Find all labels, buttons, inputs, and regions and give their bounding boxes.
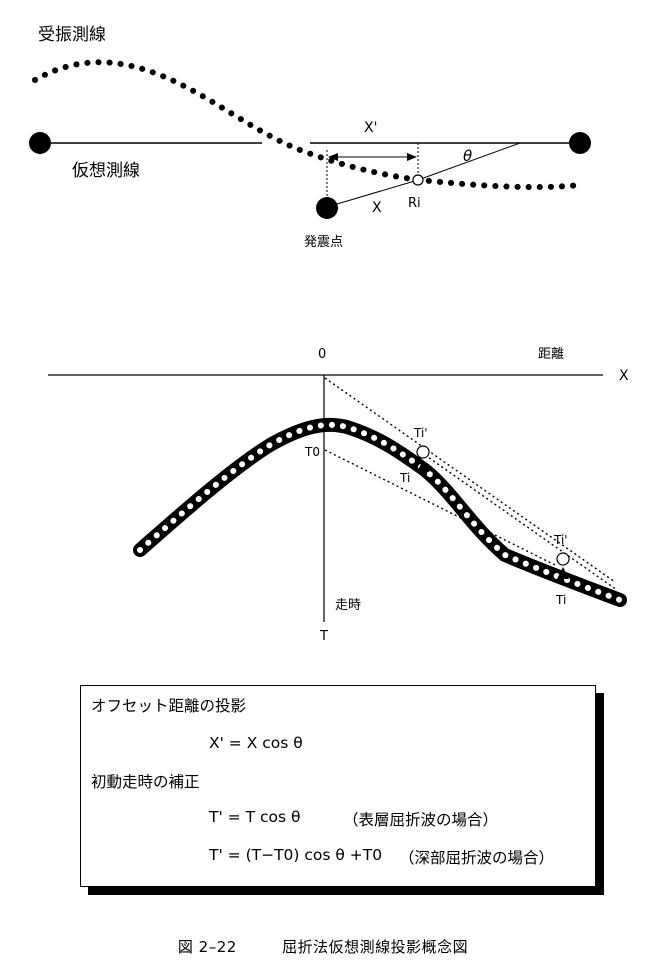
travel-time-curve-dots xyxy=(137,421,623,603)
formula-deep: T' = (T−T0) cos θ +T0 xyxy=(209,846,383,864)
caption-title: 屈折法仮想測線投影概念図 xyxy=(282,938,469,956)
theta-line xyxy=(417,142,521,181)
x-axis-label: X xyxy=(619,368,629,384)
ti-point-1 xyxy=(417,460,429,472)
ti-prime-point-1 xyxy=(416,445,430,459)
reference-line-lower xyxy=(324,449,556,566)
heading-time-correction: 初動走時の補正 xyxy=(91,773,200,791)
arrow-head-left xyxy=(328,153,338,161)
ti-label-1: Ti xyxy=(399,471,410,485)
angle-label: θ xyxy=(463,147,472,165)
receiver-point xyxy=(412,174,424,186)
receiver-line-curve xyxy=(32,59,583,191)
origin-label: 0 xyxy=(318,347,326,362)
formula-shallow: T' = T cos θ xyxy=(209,808,301,826)
ti-label-2: Ti xyxy=(555,593,566,607)
virtual-line-end-right xyxy=(569,132,591,154)
receiver-line-label: 受振測線 xyxy=(38,25,106,45)
distance-label: 距離 xyxy=(538,347,564,362)
offset-line xyxy=(336,179,419,205)
ti-prime-point-2 xyxy=(556,552,570,566)
arrow-head-right xyxy=(407,153,417,161)
formula-box: オフセット距離の投影 X' = X cos θ 初動走時の補正 T' = T c… xyxy=(80,685,596,887)
ti-prime-label-2: Ti' xyxy=(553,533,568,547)
offset-label: X xyxy=(372,200,382,216)
reference-line-upper xyxy=(324,377,616,583)
t-axis-label: T xyxy=(319,629,328,644)
source-point xyxy=(316,197,338,219)
figure-caption: 図 2–22 屈折法仮想測線投影概念図 xyxy=(0,936,646,957)
caption-number: 図 2–22 xyxy=(177,938,237,956)
formula-offset: X' = X cos θ xyxy=(209,734,303,752)
offset-projected-label: X' xyxy=(364,120,377,136)
bottom-diagram: 0 距離 X 走時 T T0 Ti' Ti Ti' Ti xyxy=(48,347,629,644)
ti-point-2 xyxy=(557,567,569,579)
virtual-line-label: 仮想測線 xyxy=(72,161,140,181)
ti-prime-label-1: Ti' xyxy=(413,426,428,440)
heading-offset-projection: オフセット距離の投影 xyxy=(91,697,247,715)
time-label: 走時 xyxy=(335,598,361,613)
source-label: 発震点 xyxy=(304,235,343,250)
formula-shallow-note: （表層屈折波の場合） xyxy=(343,811,499,829)
t0-label: T0 xyxy=(304,445,320,459)
formula-deep-note: （深部屈折波の場合） xyxy=(399,849,555,867)
reference-line-ti xyxy=(424,454,618,591)
receiver-point-label: Ri xyxy=(408,196,421,211)
virtual-line-end-left xyxy=(29,132,51,154)
top-diagram: 受振測線 仮想測線 X' θ X Ri 発震点 xyxy=(29,25,591,250)
